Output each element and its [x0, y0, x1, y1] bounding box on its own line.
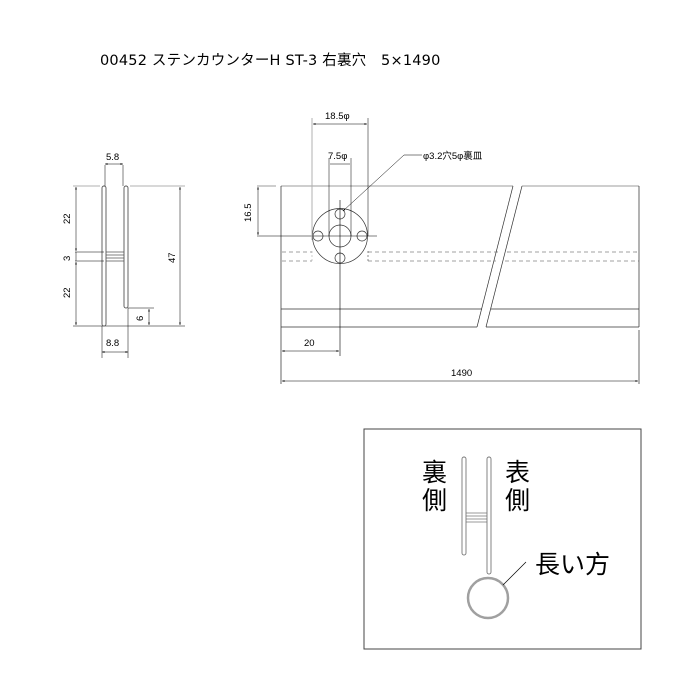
back-strip [101, 185, 107, 327]
break-line [485, 185, 523, 328]
dim-length: 1490 [451, 368, 472, 379]
dim-8-8: 8.8 [106, 338, 119, 349]
dim-3: 3 [62, 256, 73, 261]
dim-22-upper: 22 [62, 213, 73, 224]
highlight-circle [466, 576, 510, 620]
front-side-label-2: 側 [505, 486, 530, 515]
dim-22-lower: 22 [62, 287, 73, 298]
drawing-title: 00452 ステンカウンターH ST-3 右裏穴 5×1490 [100, 53, 441, 69]
front-side-label-1: 表 [505, 458, 530, 487]
long-side-label: 長い方 [535, 550, 610, 579]
front-strip [486, 456, 492, 575]
hole-note: φ3.2穴5φ裏皿 [423, 150, 483, 162]
back-side-label-2: 側 [422, 486, 447, 515]
dim-outer-diameter: 18.5φ [325, 111, 350, 122]
dim-inner-diameter: 7.5φ [328, 151, 347, 162]
front-strip [123, 185, 129, 309]
dim-47: 47 [167, 252, 178, 263]
back-side-label-1: 裏 [422, 458, 447, 487]
break-line [476, 185, 514, 328]
dim-6: 6 [135, 316, 146, 321]
cross-section-view: 5.8 22 3 22 47 6 8.8 [62, 152, 185, 358]
elevation-view: 18.5φ 7.5φ φ3.2穴5φ裏皿 16.5 20 1490 [243, 111, 640, 384]
back-strip [461, 456, 467, 556]
mounting-hole [257, 200, 377, 356]
dim-hole-height: 16.5 [243, 204, 254, 223]
orientation-inset: 裏 側 表 側 長い方 [363, 428, 642, 650]
dim-hole-offset: 20 [304, 338, 315, 349]
dim-5-8: 5.8 [106, 152, 119, 163]
